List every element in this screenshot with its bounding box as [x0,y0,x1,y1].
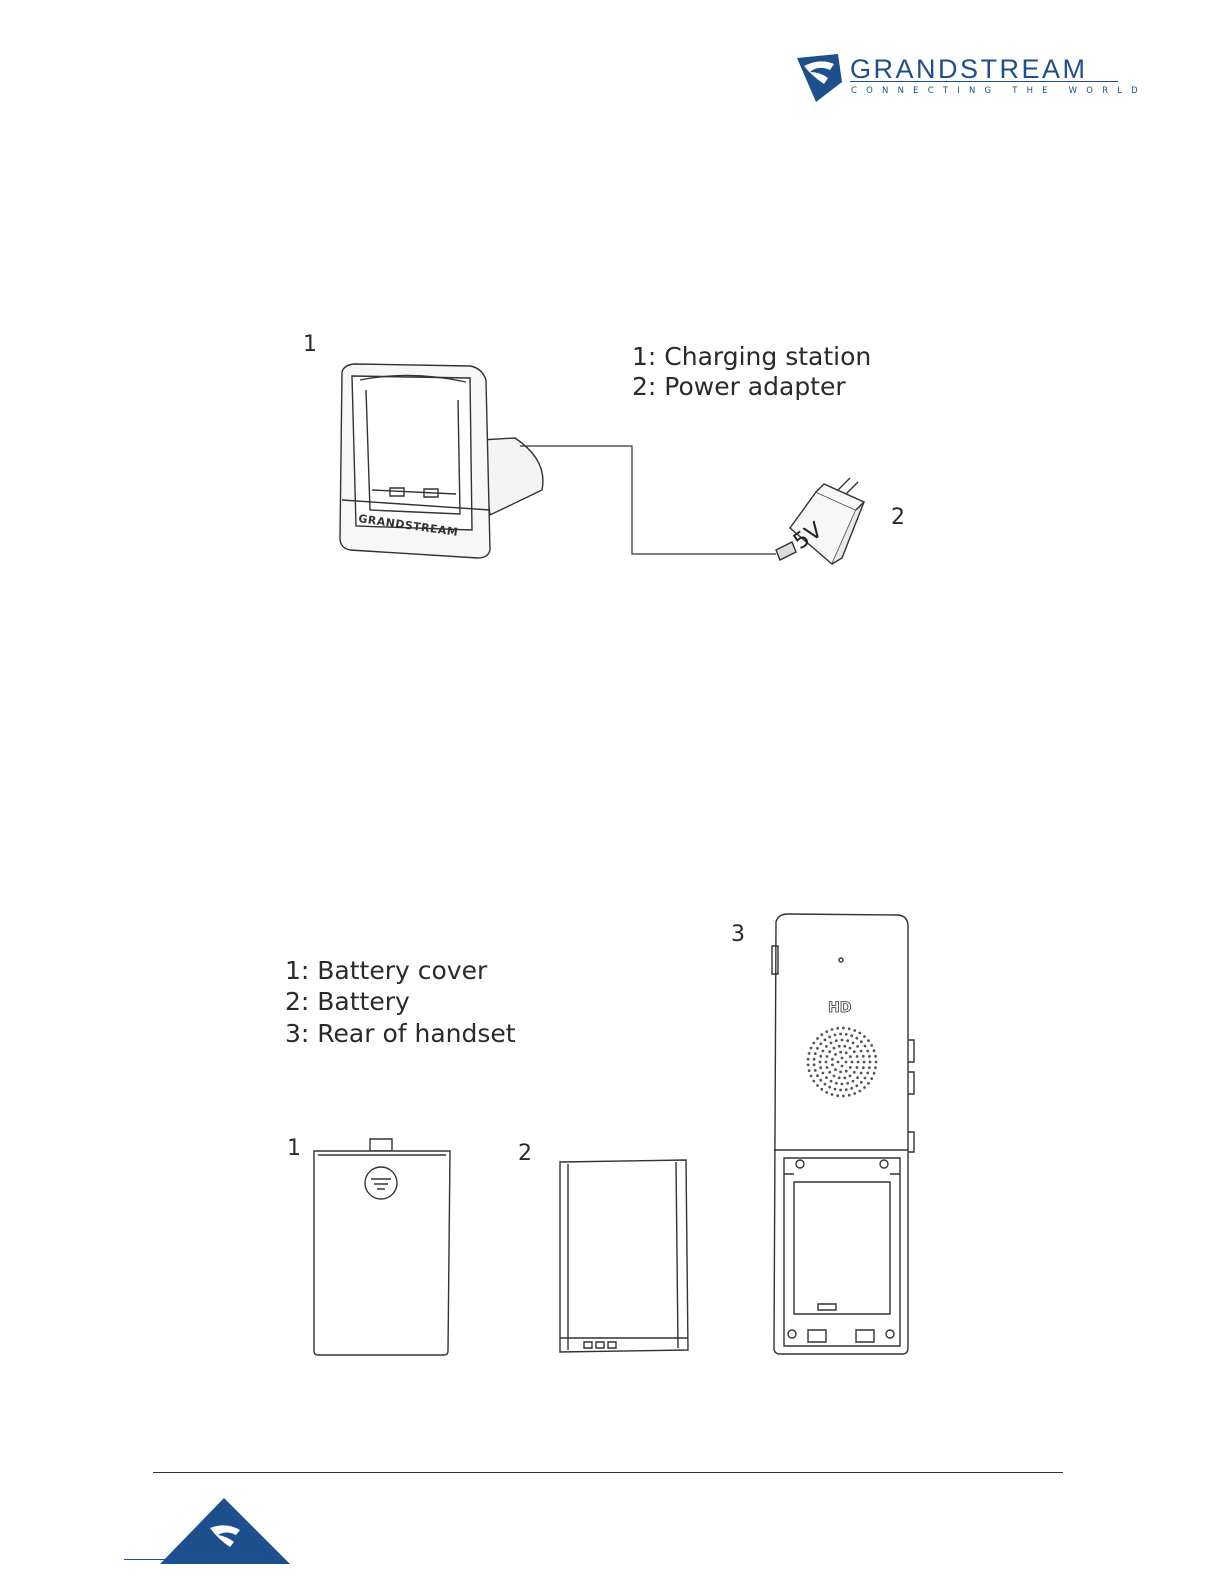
handset-hd-badge: HD [828,1000,851,1016]
footer-divider [153,1472,1063,1473]
grandstream-triangle-icon [160,1498,290,1564]
handset-rear-illustration: HD [768,912,918,1358]
charging-station-illustration: GRANDSTREAM 5V [320,350,940,610]
callout-station-number: 1 [303,332,317,357]
header-logo: GRANDSTREAM CONNECTING THE WORLD [794,50,1124,106]
legend-rear-of-handset: 3: Rear of handset [285,1019,516,1049]
footer-link-underline [124,1559,266,1560]
callout-cover-number: 1 [287,1136,301,1161]
battery-cover-illustration [308,1137,458,1359]
brand-tagline: CONNECTING THE WORLD [851,86,1147,96]
callout-battery-number: 2 [518,1141,532,1166]
battery-illustration [556,1158,692,1358]
legend-battery-cover: 1: Battery cover [285,956,487,986]
legend-battery: 2: Battery [285,987,410,1017]
power-adapter-icon [776,478,864,564]
callout-handset-number: 3 [731,922,745,947]
grandstream-logo-icon [794,52,844,104]
brand-rule [850,81,1118,82]
